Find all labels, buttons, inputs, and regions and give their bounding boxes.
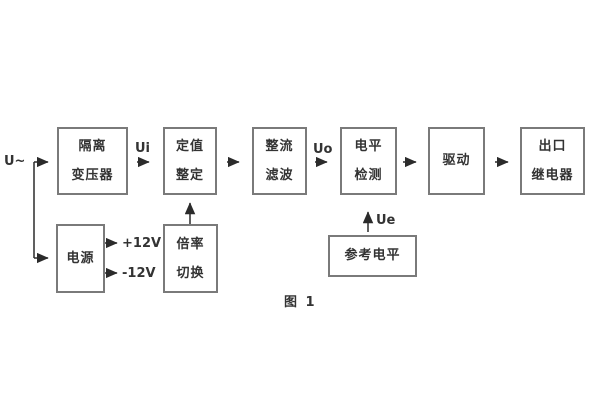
block-label: 电平	[354, 139, 383, 154]
signal-label-minus-12v: -12V	[122, 266, 156, 281]
block-label: 滤波	[265, 168, 294, 183]
signal-label-uo: Uo	[313, 142, 333, 157]
block-isolation-transformer: 隔离 变压器	[57, 127, 128, 195]
block-label: 整定	[175, 168, 204, 183]
block-rectifier-filter: 整流 滤波	[252, 127, 307, 195]
block-label: 切换	[176, 265, 205, 281]
block-reference-level: 参考电平	[328, 235, 417, 277]
signal-label-ue: Ue	[376, 213, 396, 228]
figure-caption: 图 1	[284, 295, 317, 310]
block-label: 出口	[538, 139, 567, 154]
block-value-setting: 定值 整定	[163, 127, 217, 195]
block-label: 整流	[265, 139, 294, 154]
block-driver: 驱动	[428, 127, 485, 195]
block-power-supply: 电源	[56, 224, 105, 293]
block-label: 驱动	[442, 153, 471, 168]
block-ratio-switch: 倍率 切换	[163, 224, 218, 293]
block-label: 隔离	[78, 139, 107, 154]
signal-label-ui: Ui	[135, 141, 151, 156]
block-label: 变压器	[71, 168, 114, 183]
block-label: 定值	[175, 139, 204, 154]
block-label: 电源	[66, 250, 95, 266]
block-label: 继电器	[531, 168, 574, 183]
block-output-relay: 出口 继电器	[520, 127, 585, 195]
block-label: 倍率	[176, 236, 205, 252]
signal-label-plus-12v: +12V	[122, 236, 162, 251]
signal-label-input: U~	[4, 154, 26, 169]
block-label: 检测	[354, 168, 383, 183]
block-level-detection: 电平 检测	[340, 127, 397, 195]
block-label: 参考电平	[344, 248, 401, 263]
